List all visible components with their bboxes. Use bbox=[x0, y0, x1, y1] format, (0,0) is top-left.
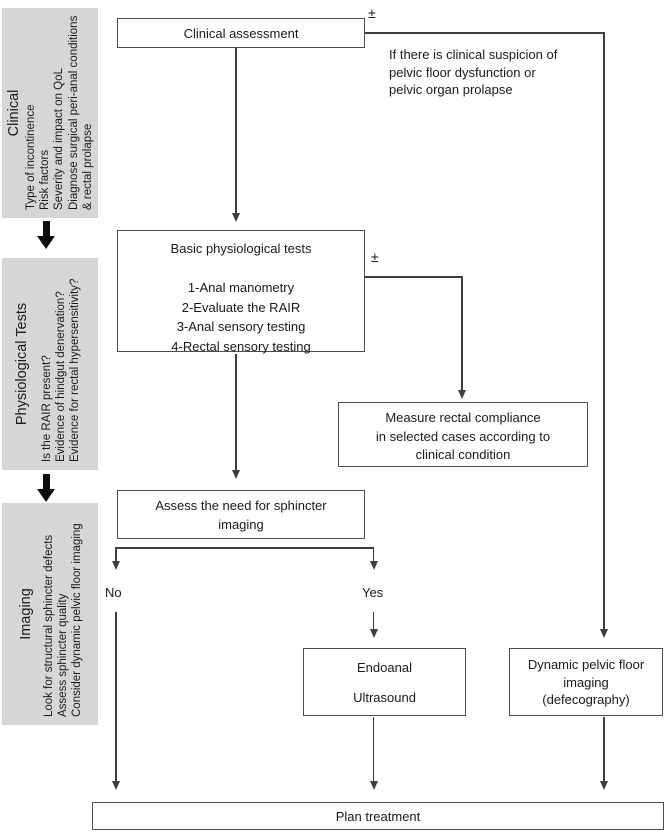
sidebar-section-physiological-tests: Physiological Tests Is the RAIR present?… bbox=[2, 258, 98, 470]
plus-minus-top: ± bbox=[368, 5, 376, 21]
down-arrowhead-icon bbox=[458, 390, 466, 399]
branch-label-yes: Yes bbox=[362, 585, 384, 600]
down-arrowhead-icon bbox=[112, 561, 120, 570]
sidebar-item: Assess sphincter quality bbox=[57, 593, 70, 717]
basic-tests-item: 2-Evaluate the RAIR bbox=[181, 299, 301, 315]
down-arrowhead-icon bbox=[600, 781, 608, 790]
branch-bracket-right bbox=[372, 547, 374, 561]
assess-need-line: Assess the need for sphincter bbox=[155, 498, 327, 513]
connector-basic-to-assess bbox=[235, 354, 237, 470]
sidebar-title-physiological-tests: Physiological Tests bbox=[14, 302, 30, 426]
down-arrowhead-icon bbox=[112, 781, 120, 790]
section-separator-arrow-icon bbox=[37, 474, 55, 502]
sidebar-item: Look for structural sphincter defects bbox=[43, 534, 55, 717]
endoanal-line: Ultrasound bbox=[353, 689, 416, 705]
clinical-assessment-label: Clinical assessment bbox=[183, 25, 299, 41]
clinical-suspicion-note: If there is clinical suspicion of pelvic… bbox=[389, 46, 557, 99]
dynamic-imaging-line: (defecography) bbox=[542, 692, 630, 707]
sidebar-title-clinical: Clinical bbox=[6, 89, 22, 137]
basic-tests-item: 4-Rectal sensory testing bbox=[171, 338, 311, 354]
down-arrowhead-icon bbox=[232, 213, 240, 222]
dynamic-imaging-line: imaging bbox=[563, 674, 609, 690]
sidebar-section-clinical: Clinical Type of incontinence Risk facto… bbox=[2, 8, 98, 218]
connector-yes-to-endoanal bbox=[372, 612, 374, 629]
sidebar-section-imaging: Imaging Look for structural sphincter de… bbox=[2, 503, 98, 725]
basic-tests-item: 1-Anal manometry bbox=[187, 280, 295, 295]
measure-compliance-line: clinical condition bbox=[415, 447, 511, 462]
branch-bracket-left bbox=[115, 547, 117, 561]
dynamic-imaging-line: Dynamic pelvic floor bbox=[527, 657, 645, 672]
plan-treatment-box: Plan treatment bbox=[92, 802, 664, 830]
basic-tests-item: 3-Anal sensory testing bbox=[176, 319, 306, 334]
endoanal-ultrasound-box: Endoanal Ultrasound bbox=[303, 648, 466, 716]
sidebar-item: Risk factors bbox=[39, 149, 52, 210]
assess-need-line: imaging bbox=[218, 517, 264, 532]
plus-minus-mid: ± bbox=[371, 249, 379, 265]
suspicion-line: If there is clinical suspicion of bbox=[389, 47, 558, 62]
sidebar-item: & rectal prolapse bbox=[81, 123, 94, 210]
clinical-assessment-box: Clinical assessment bbox=[117, 18, 365, 48]
measure-compliance-line: Measure rectal compliance bbox=[385, 410, 541, 425]
down-arrowhead-icon bbox=[369, 629, 378, 638]
down-arrowhead-icon bbox=[369, 561, 378, 570]
connector-clinical-to-right bbox=[365, 32, 604, 34]
measure-rectal-compliance-box: Measure rectal compliance in selected ca… bbox=[338, 402, 588, 467]
basic-physiological-tests-box: Basic physiological tests 1-Anal manomet… bbox=[117, 230, 365, 354]
assess-sphincter-imaging-box: Assess the need for sphincter imaging bbox=[117, 490, 365, 539]
sidebar-item: Severity and impact on QoL bbox=[53, 68, 66, 210]
sidebar-item: Consider dynamic pelvic floor imaging bbox=[71, 523, 84, 717]
sidebar-item: Evidence of hindgut denervation? bbox=[55, 291, 68, 462]
measure-compliance-line: in selected cases according to bbox=[375, 428, 551, 444]
branch-label-no: No bbox=[105, 585, 122, 600]
sidebar-item: Diagnose surgical peri-anal conditions bbox=[67, 15, 80, 210]
sidebar-title-imaging: Imaging bbox=[18, 588, 34, 640]
basic-tests-title: Basic physiological tests bbox=[170, 241, 312, 256]
section-separator-arrow-icon bbox=[37, 221, 55, 249]
sidebar-item: Type of incontinence bbox=[25, 104, 37, 211]
connector-dynamic-to-plan bbox=[603, 717, 605, 781]
endoanal-line: Endoanal bbox=[357, 659, 412, 675]
connector-right-down bbox=[603, 32, 605, 629]
suspicion-line: pelvic organ prolapse bbox=[389, 82, 513, 97]
down-arrowhead-icon bbox=[232, 470, 240, 479]
sidebar-item: Evidence for rectal hypersensitivity? bbox=[69, 278, 82, 462]
dynamic-pelvic-floor-imaging-box: Dynamic pelvic floor imaging (defecograp… bbox=[509, 648, 663, 716]
sidebar-item: Is the RAIR present? bbox=[41, 355, 53, 462]
connector-clinical-to-basic bbox=[235, 48, 237, 214]
branch-bracket bbox=[115, 547, 374, 549]
connector-compliance-down bbox=[461, 276, 463, 390]
connector-basic-to-compliance bbox=[365, 276, 462, 278]
plan-treatment-label: Plan treatment bbox=[335, 808, 421, 824]
suspicion-line: pelvic floor dysfunction or bbox=[389, 64, 536, 80]
down-arrowhead-icon bbox=[369, 781, 378, 790]
connector-endoanal-to-plan bbox=[372, 717, 374, 781]
connector-no-to-plan bbox=[115, 612, 117, 781]
down-arrowhead-icon bbox=[600, 629, 608, 638]
